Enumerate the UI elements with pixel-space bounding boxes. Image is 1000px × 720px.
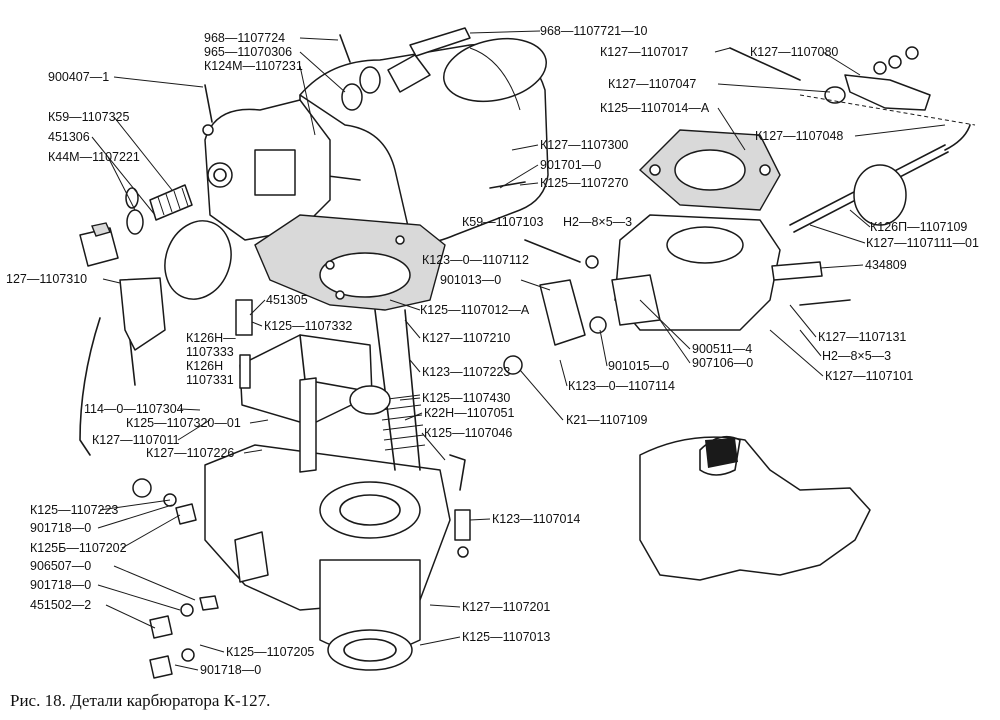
- vehicle-location-map: [639, 435, 871, 581]
- part-label: К21—1107109: [566, 413, 647, 427]
- part-label: 901015—0: [608, 359, 669, 373]
- part-label: К125—1107223: [30, 503, 118, 517]
- screw-plug: [79, 209, 144, 267]
- part-label: 451306: [48, 130, 90, 144]
- part-label: 434809: [865, 258, 907, 272]
- part-label: К125—1107320—01: [126, 416, 241, 430]
- part-label: К22Н—1107051: [424, 406, 514, 420]
- part-label: Н2—8×5—3: [563, 215, 632, 229]
- part-label: 968—1107721—10: [540, 24, 648, 38]
- part-label: 1107331: [186, 373, 234, 387]
- part-labels: 968—1107724 965—11070306 К124М—1107231 9…: [6, 24, 979, 677]
- part-label: К127—1107011: [92, 433, 179, 447]
- choke-shaft: [789, 124, 971, 233]
- part-label: К125Б—1107202: [30, 541, 127, 555]
- part-label: К44М—1107221: [48, 150, 140, 164]
- part-label: К127—1107048: [755, 129, 843, 143]
- part-label: 907106—0: [692, 356, 753, 370]
- part-label: К127—1107101: [825, 369, 913, 383]
- part-label: 1107333: [186, 345, 234, 359]
- part-label: К125—1107430: [422, 391, 510, 405]
- part-label: К127—1107131: [818, 330, 906, 344]
- part-label: К126П—1107109: [870, 220, 967, 234]
- adjusting-screws: [489, 181, 851, 306]
- part-label: К123—1107223: [422, 365, 510, 379]
- linkage-levers: [79, 277, 607, 491]
- inlet-fitting: [339, 27, 471, 111]
- accelerator-pump: [349, 309, 426, 471]
- part-label: К127—1107080: [750, 45, 838, 59]
- air-intake-pipe: [299, 37, 549, 244]
- float-diaphragm: [164, 220, 232, 300]
- part-label: 451305: [266, 293, 308, 307]
- throttle-body: [204, 444, 451, 671]
- part-label: К59—1107325: [48, 110, 129, 124]
- cover-gasket: [254, 214, 446, 311]
- part-label: К125—1107046: [424, 426, 512, 440]
- leader-lines: [91, 30, 946, 671]
- part-label: К127—1107201: [462, 600, 550, 614]
- part-label: 906507—0: [30, 559, 91, 573]
- figure-caption: Рис. 18. Детали карбюратора К-127.: [10, 691, 270, 710]
- part-label: К127—1107111—01: [866, 236, 979, 250]
- part-label: К124М—1107231: [204, 59, 303, 73]
- choke-lever: [729, 46, 976, 126]
- part-label: 901013—0: [440, 273, 501, 287]
- part-label: 900511—4: [692, 342, 752, 356]
- part-label: К125—1107205: [226, 645, 314, 659]
- part-label: 900407—1: [48, 70, 109, 84]
- part-label: К125—1107332: [264, 319, 352, 333]
- part-label: К127—1107300: [540, 138, 628, 152]
- part-label: К125—1107270: [540, 176, 628, 190]
- part-label: К126Н—: [186, 331, 236, 345]
- part-label: К123—0—1107114: [568, 379, 675, 393]
- part-label: 968—1107724: [204, 31, 285, 45]
- part-label: К125—1107013: [462, 630, 550, 644]
- part-label: 901701—0: [540, 158, 601, 172]
- part-label: К127—1107017: [600, 45, 688, 59]
- part-label: К127—1107210: [422, 331, 510, 345]
- part-label: 114—0—1107304: [84, 402, 184, 416]
- part-label: 901718—0: [30, 521, 91, 535]
- filter-mesh: [125, 184, 193, 221]
- part-label: К127—1107047: [608, 77, 696, 91]
- part-label: Н2—8×5—3: [822, 349, 891, 363]
- part-label: 127—1107310: [6, 272, 87, 286]
- part-label: 901718—0: [200, 663, 261, 677]
- part-label: К125—1107012—А: [420, 303, 530, 317]
- part-label: 901718—0: [30, 578, 91, 592]
- float-assembly: [239, 334, 373, 473]
- part-label: К123—0—1107112: [422, 253, 529, 267]
- choke-flange: [611, 214, 781, 331]
- part-label: К59—1107103: [462, 215, 543, 229]
- part-label: 451502—2: [30, 598, 91, 612]
- part-label: К127—1107226: [146, 446, 234, 460]
- part-label: К126Н: [186, 359, 223, 373]
- part-label: К125—1107014—А: [600, 101, 710, 115]
- part-label: К123—1107014: [492, 512, 580, 526]
- part-label: 965—11070306: [204, 45, 292, 59]
